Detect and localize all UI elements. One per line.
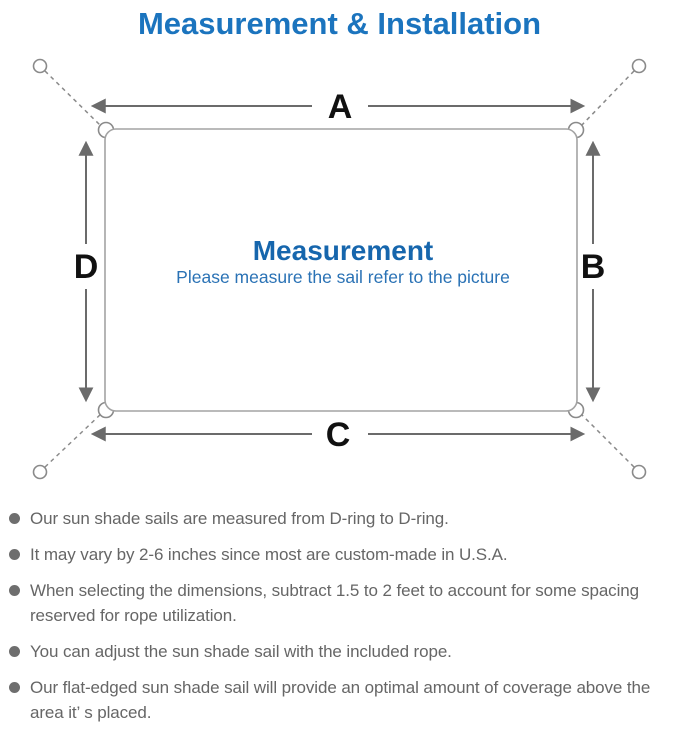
note-item: It may vary by 2-6 inches since most are… bbox=[9, 542, 679, 567]
bullet-icon bbox=[9, 513, 20, 524]
note-item: Our sun shade sails are measured from D-… bbox=[9, 506, 679, 531]
note-text: You can adjust the sun shade sail with t… bbox=[30, 642, 452, 661]
edge-label-a: A bbox=[328, 88, 353, 126]
sail-outline bbox=[104, 128, 578, 412]
bullet-icon bbox=[9, 585, 20, 596]
note-text: When selecting the dimensions, subtract … bbox=[30, 581, 639, 625]
rope-dashed-line-bottom-left bbox=[44, 412, 103, 468]
note-text: Our flat-edged sun shade sail will provi… bbox=[30, 678, 651, 722]
note-text: It may vary by 2-6 inches since most are… bbox=[30, 545, 508, 564]
measurement-diagram: A B C D Measurement Please measure the s… bbox=[0, 44, 679, 494]
rope-dashed-line-top-right bbox=[579, 70, 635, 128]
diagram-center-title: Measurement bbox=[253, 235, 434, 266]
anchor-point-top-left bbox=[32, 58, 48, 74]
bullet-icon bbox=[9, 549, 20, 560]
edge-label-b: B bbox=[581, 248, 606, 286]
note-text: Our sun shade sails are measured from D-… bbox=[30, 509, 449, 528]
bullet-icon bbox=[9, 682, 20, 693]
anchor-point-top-right bbox=[631, 58, 647, 74]
anchor-point-bottom-right bbox=[631, 464, 647, 480]
edge-label-c: C bbox=[326, 416, 351, 454]
rope-dashed-line-top-left bbox=[44, 70, 103, 128]
note-item: Our flat-edged sun shade sail will provi… bbox=[9, 675, 679, 725]
rope-dashed-line-bottom-right bbox=[579, 412, 635, 468]
edge-label-d: D bbox=[74, 248, 99, 286]
notes-list: Our sun shade sails are measured from D-… bbox=[0, 506, 679, 725]
page-title: Measurement & Installation bbox=[137, 6, 542, 41]
note-item: When selecting the dimensions, subtract … bbox=[9, 578, 679, 628]
diagram-center-subtitle: Please measure the sail refer to the pic… bbox=[176, 267, 510, 287]
bullet-icon bbox=[9, 646, 20, 657]
anchor-point-bottom-left bbox=[32, 464, 48, 480]
note-item: You can adjust the sun shade sail with t… bbox=[9, 639, 679, 664]
